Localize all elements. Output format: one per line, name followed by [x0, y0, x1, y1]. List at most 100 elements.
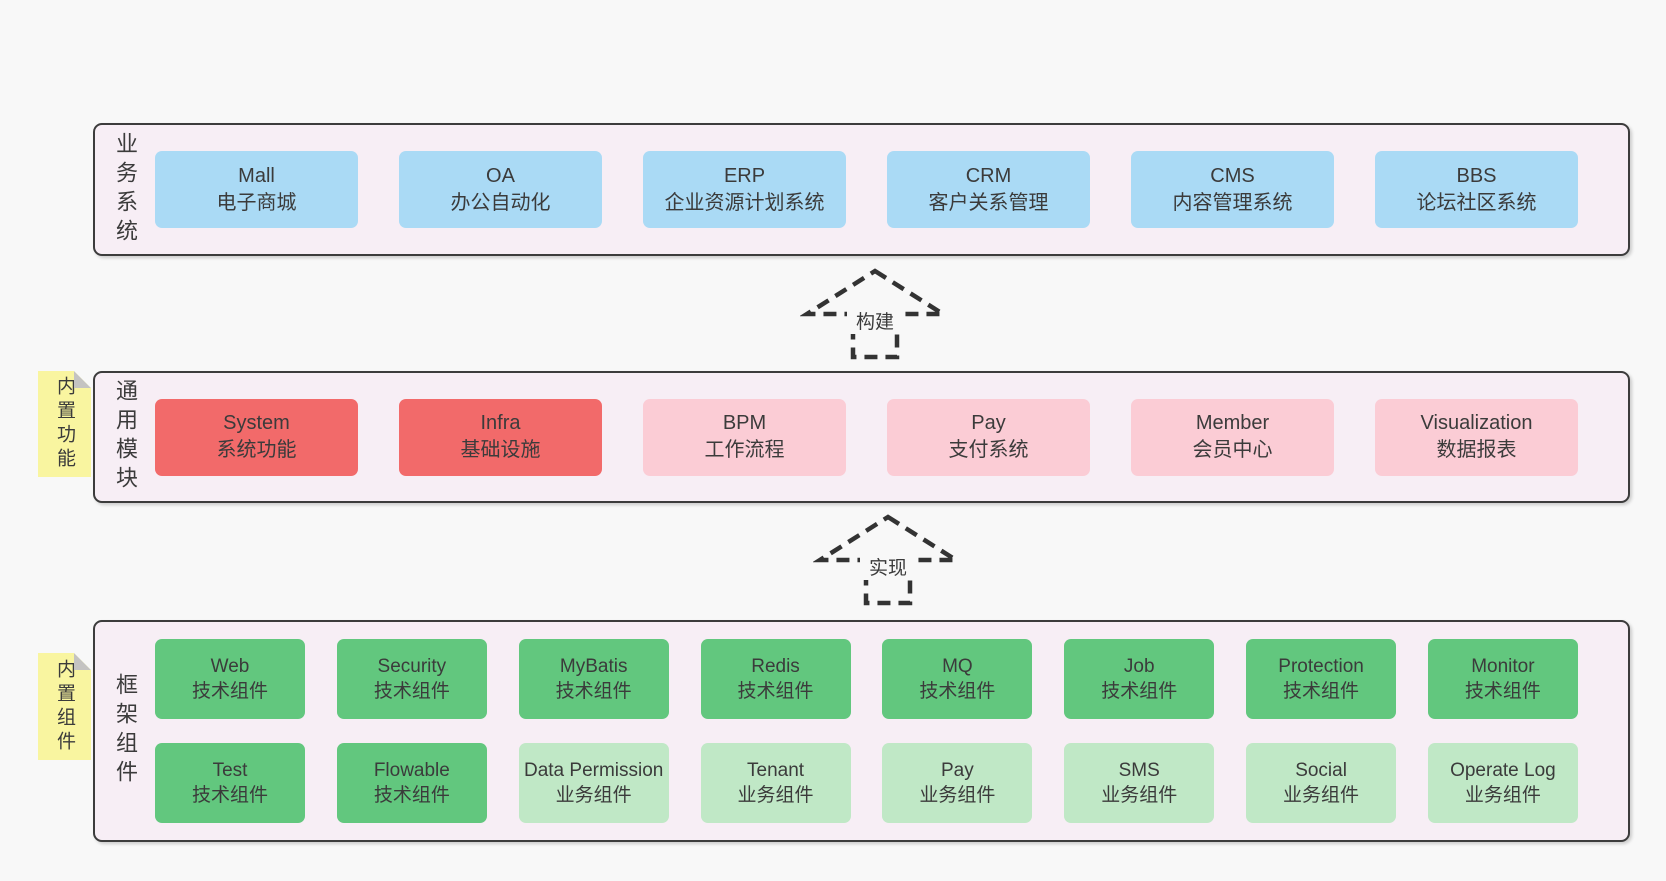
box-title: System	[223, 412, 290, 434]
box-subtitle: 技术组件	[373, 681, 450, 702]
build-arrow: 构建	[800, 268, 950, 360]
box-subtitle: 内容管理系统	[1172, 191, 1293, 214]
box-title: Monitor	[1471, 656, 1535, 677]
box-subtitle: 技术组件	[191, 681, 268, 702]
framework-components-section: 框架组件 Web 技术组件 Security 技术组件 MyBatis 技术组件	[93, 620, 1630, 842]
box-title: Test	[212, 760, 248, 781]
section-title-modules: 通用模块	[113, 379, 138, 495]
box-web: Web 技术组件	[155, 639, 305, 719]
box-bbs: BBS 论坛社区系统	[1375, 151, 1578, 228]
box-title: Operate Log	[1450, 760, 1556, 781]
section-title-business: 业务系统	[113, 131, 138, 248]
box-test: Test 技术组件	[155, 743, 305, 823]
box-cms: CMS 内容管理系统	[1131, 151, 1334, 228]
box-erp: ERP 企业资源计划系统	[643, 151, 846, 228]
box-subtitle: 技术组件	[1464, 681, 1541, 702]
box-subtitle: 业务组件	[1283, 785, 1360, 806]
box-subtitle: 系统功能	[216, 439, 297, 461]
box-subtitle: 支付系统	[948, 439, 1029, 461]
box-title: CRM	[965, 164, 1012, 187]
box-title: Infra	[480, 412, 521, 434]
box-title: OA	[486, 164, 515, 187]
business-systems-section: 业务系统 Mall 电子商城 OA 办公自动化 ERP 企业资源计划系统 CRM…	[93, 123, 1630, 256]
box-data-permission: Data Permission 业务组件	[518, 743, 669, 823]
box-bpm: BPM 工作流程	[643, 398, 846, 476]
common-modules-section: 通用模块 System 系统功能 Infra 基础设施 BPM 工作流程 Pay…	[93, 371, 1630, 503]
box-title: Web	[210, 656, 250, 677]
box-title: Pay	[971, 412, 1006, 434]
box-title: Data Permission	[523, 760, 664, 781]
box-oa: OA 办公自动化	[399, 151, 602, 228]
box-tenant: Tenant 业务组件	[700, 743, 851, 823]
box-subtitle: 基础设施	[460, 439, 541, 461]
box-subtitle: 电子商城	[216, 191, 297, 214]
box-subtitle: 业务组件	[555, 785, 632, 806]
box-title: Security	[377, 656, 447, 677]
box-title: BBS	[1456, 164, 1497, 187]
box-mybatis: MyBatis 技术组件	[518, 639, 669, 719]
box-infra: Infra 基础设施	[399, 398, 602, 476]
box-title: Mall	[238, 164, 275, 187]
box-member: Member 会员中心	[1131, 398, 1334, 476]
box-pay-biz: Pay 业务组件	[882, 743, 1033, 823]
box-subtitle: 技术组件	[1101, 681, 1178, 702]
implement-arrow: 实现	[813, 514, 963, 606]
box-title: Redis	[751, 656, 800, 677]
box-security: Security 技术组件	[336, 639, 487, 719]
box-subtitle: 企业资源计划系统	[664, 191, 825, 214]
section-title-framework: 框架组件	[113, 673, 138, 789]
up-arrow-shape	[813, 514, 963, 606]
box-subtitle: 数据报表	[1436, 439, 1517, 461]
sticky-note-builtin-components: 内置组件	[38, 653, 91, 760]
arrow-label-bg	[860, 553, 916, 580]
box-subtitle: 业务组件	[1464, 785, 1541, 806]
sticky-note-builtin-features: 内置功能	[38, 371, 91, 477]
box-title: Pay	[941, 760, 974, 781]
box-flowable: Flowable 技术组件	[336, 743, 487, 823]
box-protection: Protection 技术组件	[1246, 639, 1397, 719]
box-title: Social	[1295, 760, 1347, 781]
up-arrow-shape	[800, 268, 950, 360]
box-subtitle: 会员中心	[1192, 439, 1273, 461]
box-subtitle: 客户关系管理	[928, 191, 1049, 214]
box-subtitle: 技术组件	[555, 681, 632, 702]
box-title: MQ	[942, 656, 973, 677]
box-social: Social 业务组件	[1246, 743, 1397, 823]
box-mall: Mall 电子商城	[155, 151, 358, 228]
box-title: Flowable	[373, 760, 450, 781]
box-redis: Redis 技术组件	[700, 639, 851, 719]
box-visualization: Visualization 数据报表	[1375, 398, 1578, 476]
box-monitor: Monitor 技术组件	[1427, 639, 1578, 719]
box-title: MyBatis	[559, 656, 628, 677]
box-subtitle: 业务组件	[1101, 785, 1178, 806]
box-crm: CRM 客户关系管理	[887, 151, 1090, 228]
arrow-label-bg	[847, 307, 903, 334]
sticky-label: 内置功能	[54, 376, 75, 472]
implement-arrow-label: 实现	[869, 557, 907, 579]
box-title: Visualization	[1420, 412, 1533, 434]
folded-corner	[74, 371, 91, 388]
box-subtitle: 技术组件	[919, 681, 996, 702]
box-title: CMS	[1210, 164, 1255, 187]
box-title: Member	[1195, 412, 1270, 434]
box-subtitle: 工作流程	[704, 439, 785, 461]
box-subtitle: 业务组件	[737, 785, 814, 806]
box-job: Job 技术组件	[1064, 639, 1215, 719]
box-mq: MQ 技术组件	[882, 639, 1033, 719]
box-subtitle: 技术组件	[373, 785, 450, 806]
box-operate-log: Operate Log 业务组件	[1427, 743, 1578, 823]
sticky-label: 内置组件	[54, 658, 75, 755]
box-subtitle: 技术组件	[191, 785, 268, 806]
box-sms: SMS 业务组件	[1064, 743, 1215, 823]
box-subtitle: 技术组件	[737, 681, 814, 702]
folded-corner	[74, 653, 91, 670]
box-subtitle: 业务组件	[919, 785, 996, 806]
box-title: BPM	[722, 412, 767, 434]
box-subtitle: 论坛社区系统	[1416, 191, 1537, 214]
box-subtitle: 办公自动化	[450, 191, 551, 214]
box-title: Tenant	[747, 760, 805, 781]
box-title: SMS	[1118, 760, 1160, 781]
box-system: System 系统功能	[155, 398, 358, 476]
box-title: Protection	[1278, 656, 1364, 677]
